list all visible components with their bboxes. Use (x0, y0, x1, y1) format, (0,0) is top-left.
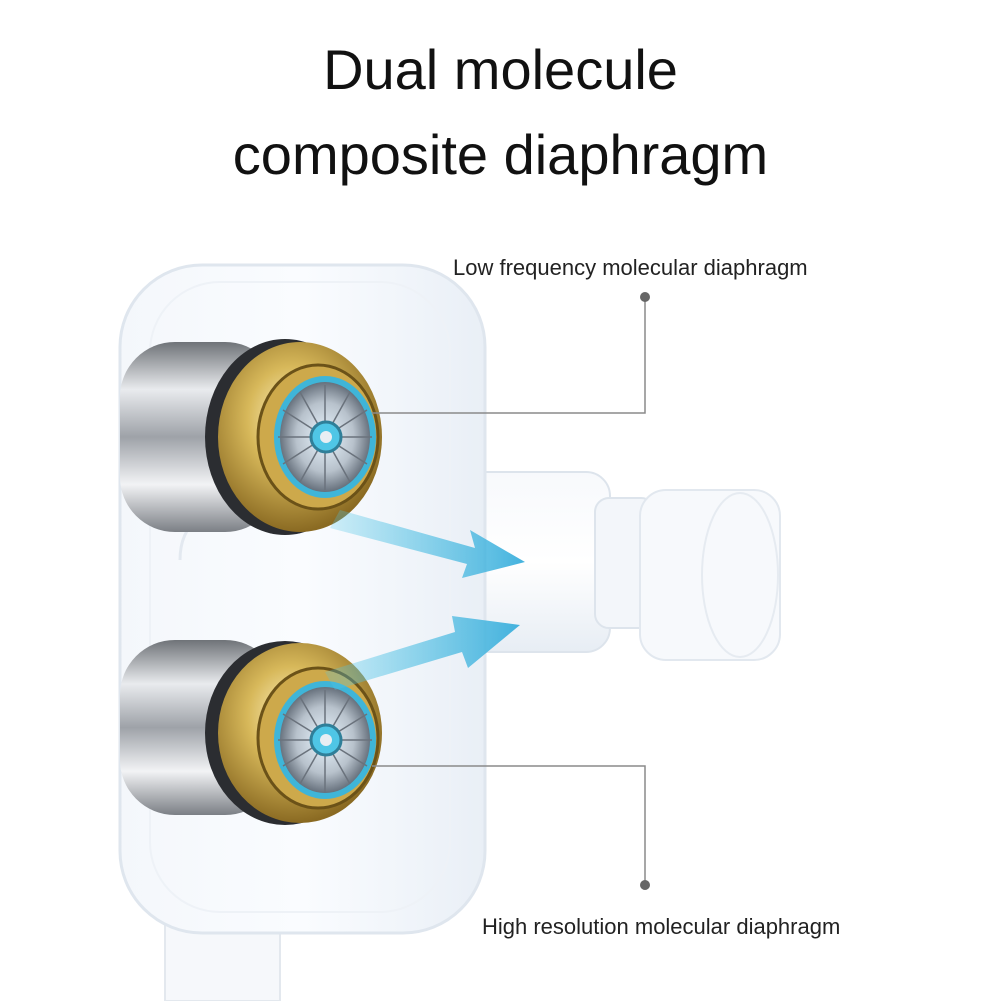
sound-flow-arrow-icon (325, 616, 520, 690)
page-title-line-2: composite diaphragm (232, 123, 769, 186)
speaker-driver-icon (120, 339, 382, 535)
sound-flow-arrow-icon (330, 510, 525, 578)
low-frequency-label: Low frequency molecular diaphragm (453, 255, 808, 280)
callout-dot-low (640, 292, 650, 302)
callout-dot-high (640, 880, 650, 890)
page-title-line-1: Dual molecule (323, 38, 678, 101)
callout-leader-high (372, 765, 646, 884)
callout-leader-low (372, 298, 646, 414)
speaker-driver-icon (120, 640, 382, 825)
high-resolution-label: High resolution molecular diaphragm (482, 914, 841, 939)
